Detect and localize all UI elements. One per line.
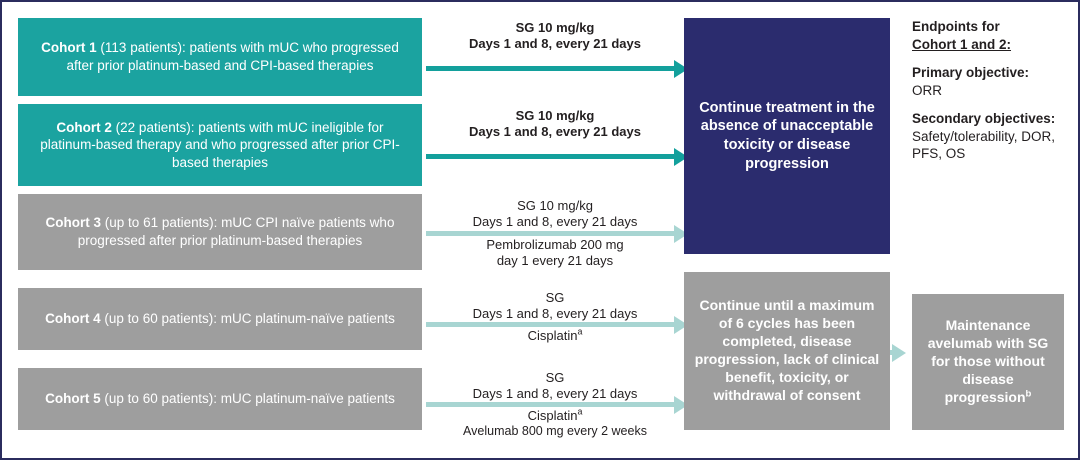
regimen-2-line-2: Days 1 and 8, every 21 days (468, 123, 641, 139)
outcome-gray-text: Continue until a maximum of 6 cycles has… (694, 297, 880, 403)
regimen-1-line-2: Days 1 and 8, every 21 days (468, 35, 641, 51)
regimen-4a-line-2: Days 1 and 8, every 21 days (472, 305, 638, 321)
cohort-1-count: (113 patients): (96, 40, 190, 56)
cohort-5-count: (up to 60 patients): (100, 391, 221, 407)
regimen-5b-line-2: Avelumab 800 mg every 2 weeks (463, 423, 647, 438)
arrow-head-icon (892, 343, 906, 362)
outcome-maintenance-text: Maintenance avelumab with SG for those w… (920, 317, 1056, 407)
arrow-cohort-3 (426, 224, 688, 243)
cohort-3-description: mUC CPI naïve patients who progressed af… (77, 215, 395, 248)
cohort-5-text: Cohort 5 (up to 60 patients): mUC platin… (45, 390, 395, 408)
regimen-cohort-2: SG 10 mg/kg Days 1 and 8, every 21 days (426, 108, 684, 140)
regimen-cohort-4-cisplatin: Cisplatina (426, 326, 684, 344)
regimen-5b-drug: Cisplatin (527, 408, 578, 423)
outcome-box-continue-treatment: Continue treatment in the absence of una… (684, 18, 890, 254)
secondary-objective-label: Secondary objectives: (912, 111, 1056, 127)
cohort-2-label: Cohort 2 (56, 119, 112, 135)
endpoints-subheading: Cohort 1 and 2: (912, 36, 1012, 52)
regimen-5a-line-1: SG (545, 370, 565, 385)
footnote-marker-a: a (577, 326, 583, 337)
regimen-3b-line-1: Pembrolizumab 200 mg (486, 237, 624, 252)
footnote-marker-b: b (1025, 388, 1032, 400)
cohort-4-label: Cohort 4 (45, 311, 101, 327)
cohort-4-text: Cohort 4 (up to 60 patients): mUC platin… (45, 310, 395, 328)
cohort-1-text: Cohort 1 (113 patients): patients with m… (28, 39, 412, 74)
cohort-2-description: patients with mUC ineligible for platinu… (40, 119, 400, 170)
arrow-shaft (426, 322, 675, 327)
regimen-3a-line-2: Days 1 and 8, every 21 days (472, 213, 638, 229)
regimen-2-line-1: SG 10 mg/kg (515, 108, 595, 123)
primary-objective-label: Primary objective: (912, 65, 1030, 81)
arrow-shaft (426, 66, 675, 71)
arrow-cohort-2 (426, 147, 688, 166)
maintenance-label: Maintenance avelumab with SG for those w… (927, 317, 1049, 405)
regimen-5a-line-2: Days 1 and 8, every 21 days (472, 385, 638, 401)
arrow-cohort-4 (426, 315, 688, 334)
regimen-4a-line-1: SG (545, 290, 565, 305)
cohort-box-4: Cohort 4 (up to 60 patients): mUC platin… (18, 288, 422, 350)
cohort-1-label: Cohort 1 (41, 40, 97, 56)
regimen-3a-line-1: SG 10 mg/kg (517, 198, 593, 213)
footnote-marker-a: a (577, 406, 583, 417)
outcome-box-maintenance: Maintenance avelumab with SG for those w… (912, 294, 1064, 430)
regimen-5b-line-1: Cisplatina (426, 406, 684, 424)
arrow-shaft (426, 154, 675, 159)
cohort-2-count: (22 patients): (111, 119, 199, 135)
regimen-cohort-5-cisplatin-avelumab: Cisplatina Avelumab 800 mg every 2 weeks (426, 406, 684, 439)
arrow-cohort-5 (426, 395, 688, 414)
cohort-5-description: mUC platinum-naïve patients (220, 391, 395, 407)
cohort-4-count: (up to 60 patients): (100, 311, 221, 327)
regimen-cohort-3-sg: SG 10 mg/kg Days 1 and 8, every 21 days (426, 198, 684, 230)
regimen-cohort-5-sg: SG Days 1 and 8, every 21 days (426, 370, 684, 402)
outcome-navy-text: Continue treatment in the absence of una… (699, 99, 875, 172)
regimen-4b-drug: Cisplatin (527, 328, 578, 343)
cohort-5-label: Cohort 5 (45, 391, 101, 407)
cohort-3-label: Cohort 3 (45, 215, 102, 231)
secondary-objective-value: Safety/tolerability, DOR, PFS, OS (912, 128, 1056, 162)
cohort-box-1: Cohort 1 (113 patients): patients with m… (18, 18, 422, 96)
regimen-cohort-3-pembrolizumab: Pembrolizumab 200 mg day 1 every 21 days (426, 237, 684, 269)
endpoints-panel: Endpoints for Cohort 1 and 2: Primary ob… (912, 18, 1072, 163)
outcome-box-continue-until-max-cycles: Continue until a maximum of 6 cycles has… (684, 272, 890, 430)
regimen-cohort-1: SG 10 mg/kg Days 1 and 8, every 21 days (426, 20, 684, 52)
cohort-box-2: Cohort 2 (22 patients): patients with mU… (18, 104, 422, 186)
secondary-objective-group: Secondary objectives: Safety/tolerabilit… (912, 110, 1072, 163)
cohort-box-5: Cohort 5 (up to 60 patients): mUC platin… (18, 368, 422, 430)
primary-objective-value: ORR (912, 82, 942, 98)
regimen-3b-line-2: day 1 every 21 days (496, 252, 614, 268)
regimen-1-line-1: SG 10 mg/kg (515, 20, 595, 35)
regimen-cohort-4-sg: SG Days 1 and 8, every 21 days (426, 290, 684, 322)
regimen-4b-line-1: Cisplatina (426, 326, 684, 344)
cohort-2-text: Cohort 2 (22 patients): patients with mU… (28, 119, 412, 172)
cohort-4-description: mUC platinum-naïve patients (220, 311, 395, 327)
cohort-box-3: Cohort 3 (up to 61 patients): mUC CPI na… (18, 194, 422, 270)
arrow-shaft (426, 402, 675, 407)
primary-objective-group: Primary objective: ORR (912, 64, 1072, 99)
cohort-3-text: Cohort 3 (up to 61 patients): mUC CPI na… (28, 214, 412, 249)
cohort-3-count: (up to 61 patients): (101, 215, 222, 231)
cohort-1-description: patients with mUC who progressed after p… (66, 40, 399, 73)
arrow-shaft (426, 231, 675, 236)
arrow-cohort-1 (426, 59, 688, 78)
endpoints-heading: Endpoints for (912, 19, 1000, 34)
